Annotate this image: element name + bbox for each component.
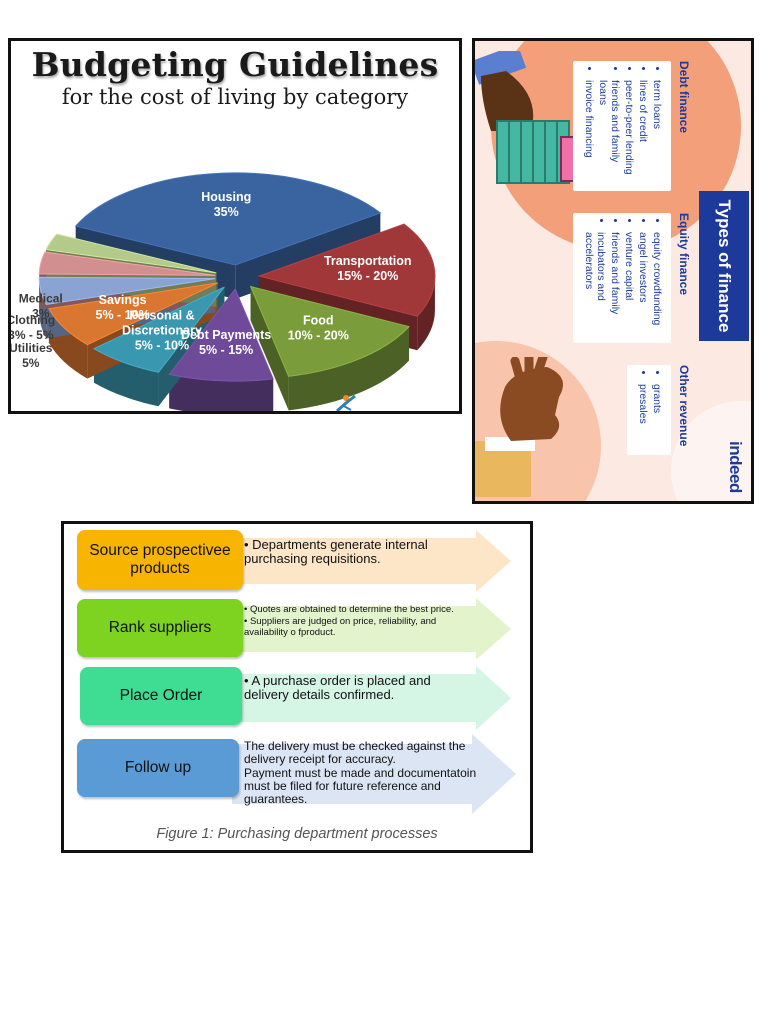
pie-label-value: 5% - 10% xyxy=(135,339,189,353)
step-line: • Suppliers are judged on price, reliabi… xyxy=(244,616,437,638)
budget-subtitle: for the cost of living by category xyxy=(61,85,409,109)
step-label: Place Order xyxy=(119,687,203,704)
list-item: lines of credit xyxy=(637,80,649,183)
step-description: • A purchase order is placed and deliver… xyxy=(244,674,474,703)
column-heading: Equity finance xyxy=(677,213,691,296)
pie-slice xyxy=(38,276,216,306)
step-arrow xyxy=(236,598,511,660)
debt-finance-column: Debt finance term loans lines of credit … xyxy=(573,61,691,191)
list-item: venture capital xyxy=(623,232,635,335)
step-line: • Quotes are obtained to determine the b… xyxy=(244,604,454,615)
step-follow-up: Follow up xyxy=(77,739,239,797)
equity-finance-column: Equity finance equity crowdfunding angel… xyxy=(573,213,691,343)
types-of-finance-panel: Types of finance indeed Debt finance ter… xyxy=(472,38,754,504)
pie-label-name: Food xyxy=(303,313,334,327)
pie-label-value: 10% - 20% xyxy=(288,328,349,342)
pie-slice-rim xyxy=(169,374,274,411)
pie-slice xyxy=(257,223,436,317)
step-label: Source prospectivee products xyxy=(89,542,231,577)
pie-slice xyxy=(249,285,410,377)
pie-slice xyxy=(48,282,219,346)
list-item: angel investors xyxy=(637,232,649,335)
pie-label-name: Debt Payments xyxy=(181,328,271,342)
step-description: • Departments generate internal purchasi… xyxy=(244,538,464,567)
budget-title: Budgeting Guidelines xyxy=(31,45,439,84)
list-item: peer-to-peer lending xyxy=(623,80,635,183)
step-description: The delivery must be checked against the… xyxy=(244,740,484,807)
budgeting-guidelines-panel: Budgeting Guidelines for the cost of liv… xyxy=(8,38,462,414)
step-label: Follow up xyxy=(124,759,192,776)
pie-label-value: 3% xyxy=(32,307,50,321)
pie-label-name: Discretionary xyxy=(122,324,202,338)
pie-label-value: 35% xyxy=(214,205,239,219)
indeed-logo: indeed xyxy=(726,441,745,493)
waving-hand-icon xyxy=(475,357,563,497)
step-arrow xyxy=(236,666,511,730)
pie-label-value: 5% - 10% xyxy=(96,308,150,322)
purchasing-process-panel: Source prospectivee products • Departmen… xyxy=(61,521,533,853)
step-arrow xyxy=(236,530,511,592)
pie-slice-side xyxy=(250,286,289,411)
logo-figure-icon xyxy=(336,394,356,411)
list-item: grants xyxy=(651,384,663,447)
list-item: friends and family loans xyxy=(597,80,621,183)
pie-label-value: 5% xyxy=(22,356,40,370)
column-heading: Debt finance xyxy=(677,61,691,134)
step-line: • A purchase order is placed and deliver… xyxy=(244,673,431,702)
other-revenue-column: Other revenue grants presales xyxy=(627,365,691,455)
figure-caption: Figure 1: Purchasing department processe… xyxy=(156,826,438,842)
pie-label-value: 5% - 15% xyxy=(199,343,253,357)
pie-label-name: Medical xyxy=(19,292,63,306)
list-item: friends and family xyxy=(609,232,621,335)
step-description: • Quotes are obtained to determine the b… xyxy=(244,604,474,639)
list-item: term loans xyxy=(651,80,663,183)
pie-slice xyxy=(168,288,274,382)
step-rank-suppliers: Rank suppliers xyxy=(77,599,243,657)
pie-label-name: Savings xyxy=(99,293,147,307)
step-line: • Departments generate internal purchasi… xyxy=(244,537,428,566)
step-label: Rank suppliers xyxy=(108,619,212,636)
pie-label-name: Transportation xyxy=(324,254,412,268)
pie-label-value: 15% - 20% xyxy=(337,269,398,283)
pie-slice xyxy=(38,251,216,276)
pie-slice-rim xyxy=(288,326,410,411)
step-place-order: Place Order xyxy=(80,667,242,725)
pie-label-value: 3% - 5% xyxy=(11,328,54,342)
step-line: Payment must be made and documentatoin m… xyxy=(244,766,477,806)
list-item: invoice financing xyxy=(583,80,595,183)
step-source-products: Source prospectivee products xyxy=(77,530,243,590)
pie-tops xyxy=(38,172,436,382)
list-item: presales xyxy=(637,384,649,447)
pie-slice xyxy=(74,172,382,266)
pie-label-name: Housing xyxy=(201,190,251,204)
pie-slice-rim xyxy=(417,276,435,351)
step-arrow xyxy=(232,734,516,814)
finance-rotated-content: Types of finance indeed Debt finance ter… xyxy=(475,41,751,501)
step-line: The delivery must be checked against the… xyxy=(244,739,466,766)
finance-title-banner: Types of finance xyxy=(699,191,749,341)
list-item: equity crowdfunding xyxy=(651,232,663,335)
pie-label-name: Personal & xyxy=(129,309,194,323)
list-item: incubators and accelerators xyxy=(583,232,607,335)
pie-slice xyxy=(92,286,225,373)
column-heading: Other revenue xyxy=(677,365,691,447)
pie-label-name: Clothing xyxy=(11,313,55,327)
pie-slice xyxy=(45,233,217,274)
pie-label-name: Utilities xyxy=(11,341,53,355)
